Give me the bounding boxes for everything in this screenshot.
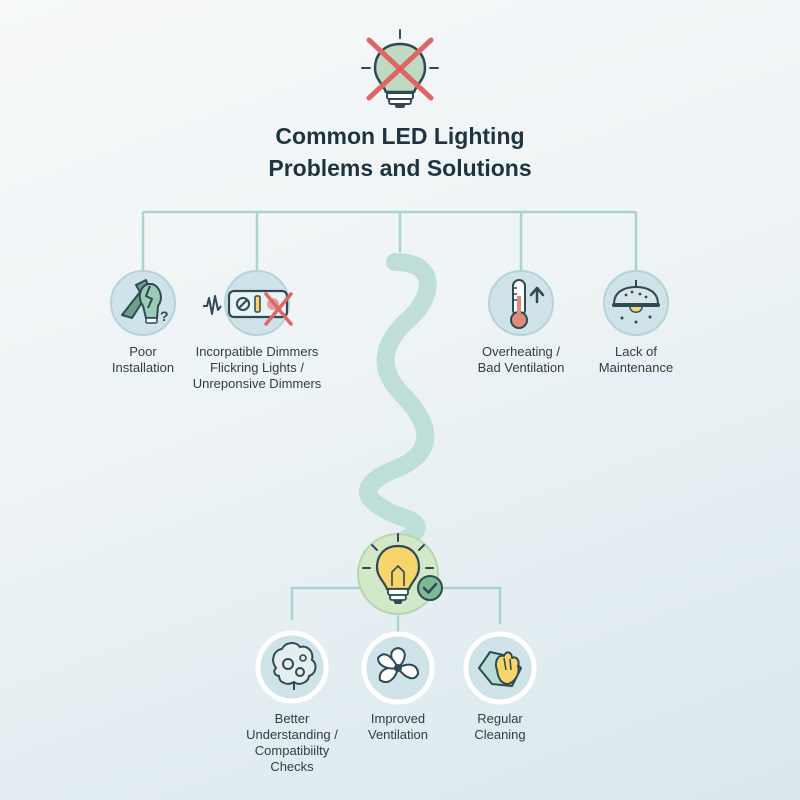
label-line: Flickring Lights / [210,360,304,375]
label-line: Cleaning [474,727,526,742]
problem-label-overheating: Overheating / Bad Ventilation [461,344,581,376]
flow-wave [359,253,437,551]
label-line: Compatibiilty [254,743,330,758]
label-line: Checks [270,759,314,774]
diagram-title: Common LED Lighting Problems and Solutio… [150,120,650,184]
solution-label-understanding: Better Understanding / Compatibiilty Che… [232,711,352,775]
label-line: Unreponsive Dimmers [192,376,322,391]
label-line: Incorpatible Dimmers [195,344,319,359]
label-line: Lack of [615,344,657,359]
solution-icon-cleaning [463,631,537,705]
label-line: Installation [111,360,175,375]
problem-label-poor-installation: Poor Installation [83,344,203,376]
problem-label-maintenance: Lack of Maintenance [576,344,696,376]
label-line: Poor [129,344,157,359]
label-line: Understanding / [246,727,338,742]
bulb-cross-icon [361,29,439,108]
problem-icon-poor-installation: ? [110,270,176,336]
solution-label-ventilation: Improved Ventilation [338,711,458,743]
problem-icon-dimmers [203,270,293,336]
label-line: Regular [477,711,523,726]
solution-icon-understanding [255,630,329,704]
solution-label-cleaning: Regular Cleaning [440,711,560,743]
problem-icon-maintenance [603,270,669,336]
title-line-1: Common LED Lighting [275,123,525,149]
label-line: Improved [370,711,426,726]
label-line: Bad Ventilation [477,360,565,375]
label-line: Ventilation [368,727,428,742]
title-line-2: Problems and Solutions [268,155,532,181]
label-line: Overheating / [481,344,561,359]
svg-text:?: ? [160,308,169,324]
solution-icon-ventilation [361,631,435,705]
label-line: Maintenance [598,360,674,375]
hub-bulb-icon [357,533,443,615]
problem-label-dimmers: Incorpatible Dimmers Flickring Lights / … [177,344,337,392]
problem-connectors [141,210,638,276]
label-line: Better [274,711,310,726]
problem-icon-overheating [488,270,554,336]
